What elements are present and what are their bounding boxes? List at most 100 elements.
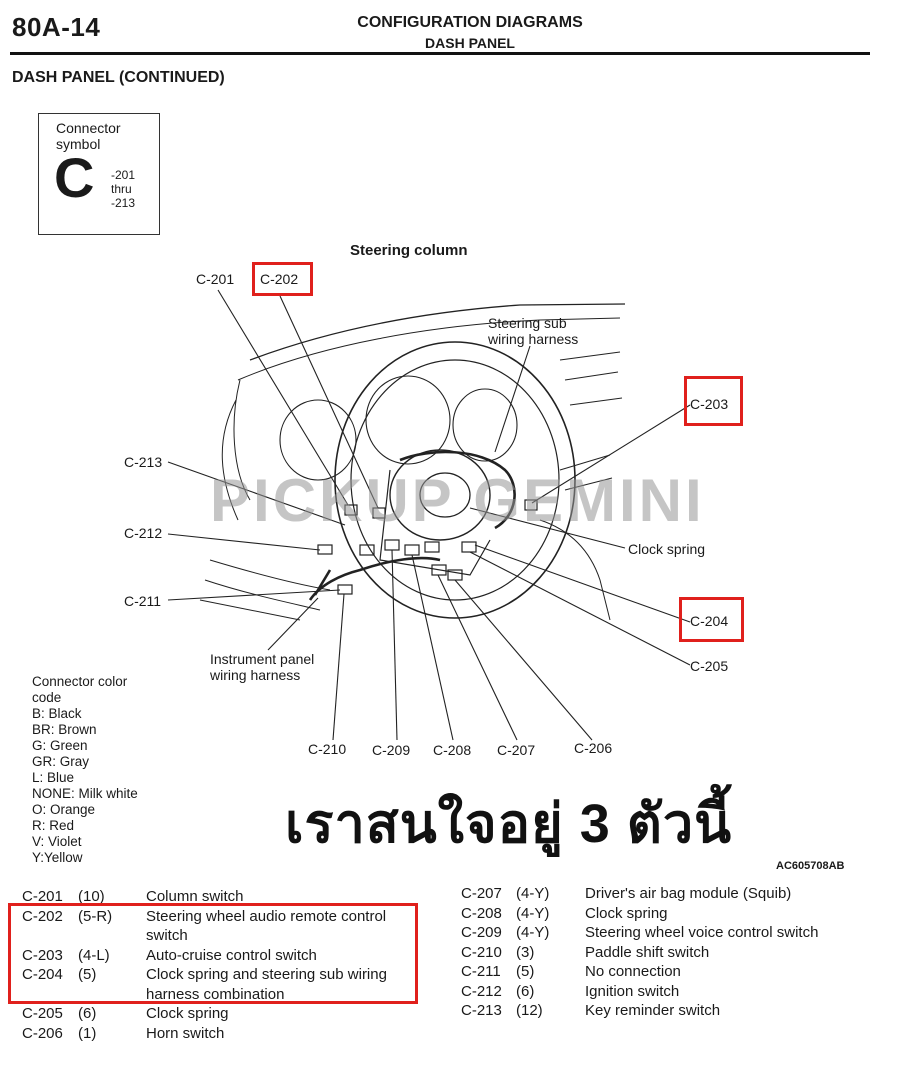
item-code: (4-L) bbox=[78, 946, 110, 964]
item-id: C-202 bbox=[22, 907, 63, 925]
sub-harness bbox=[399, 450, 516, 530]
item-id: C-201 bbox=[22, 888, 63, 905]
conn-block-211 bbox=[337, 584, 353, 595]
connector-list-right: C-207 (4-Y) Driver's air bag module (Squ… bbox=[461, 884, 881, 1021]
leader-c206 bbox=[454, 579, 593, 741]
connector-symbol-label: Connector symbol bbox=[56, 120, 121, 152]
conn-block-c bbox=[404, 544, 420, 556]
label-c205: C-205 bbox=[690, 658, 729, 674]
conn-block-g bbox=[461, 541, 477, 553]
label-c204: C-204 bbox=[690, 613, 729, 629]
legend-item: O: Orange bbox=[32, 802, 96, 817]
list-item: C-205 (6) Clock spring bbox=[22, 1004, 442, 1024]
item-code: (6) bbox=[516, 982, 535, 1000]
item-name: Horn switch bbox=[146, 1024, 225, 1042]
item-id: C-208 bbox=[461, 904, 502, 922]
wheel-outer bbox=[334, 341, 576, 619]
highlight-list-c202-c204 bbox=[8, 903, 418, 1004]
range-line-1: -201 bbox=[111, 168, 136, 182]
leader-c209 bbox=[391, 549, 398, 741]
item-name: Driver's air bag module (Squib) bbox=[585, 885, 792, 902]
label-c206: C-206 bbox=[574, 740, 613, 756]
item-id: C-209 bbox=[461, 924, 502, 941]
dash-contour-top bbox=[249, 303, 626, 361]
item-name: Clock spring and steering sub wiring har… bbox=[146, 966, 387, 1003]
conn-block-212 bbox=[317, 544, 333, 555]
item-id: C-207 bbox=[461, 885, 502, 902]
leader-ip-harness bbox=[267, 597, 319, 651]
legend-item: L: Blue bbox=[32, 770, 75, 785]
legend-item: GR: Gray bbox=[32, 754, 90, 769]
legend-item: R: Red bbox=[32, 818, 75, 833]
list-item: C-206 (1) Horn switch bbox=[22, 1024, 442, 1044]
list-item: C-202 (5-R) Steering wheel audio remote … bbox=[22, 907, 442, 946]
item-id: C-210 bbox=[461, 943, 502, 961]
figure-code: AC605708AB bbox=[776, 860, 845, 872]
thai-annotation: เราสนใจอยู่ 3 ตัวนี้ bbox=[285, 794, 733, 854]
conn-block-e bbox=[431, 564, 447, 576]
list-item: C-212 (6) Ignition switch bbox=[461, 982, 881, 1002]
gauge-center bbox=[365, 375, 451, 465]
list-item: C-211 (5) No connection bbox=[461, 962, 881, 982]
diagram-title: Steering column bbox=[350, 242, 468, 259]
list-item: C-209 (4-Y) Steering wheel voice control… bbox=[461, 923, 881, 943]
item-code: (4-Y) bbox=[516, 904, 550, 922]
header-rule bbox=[10, 52, 870, 55]
item-name: Ignition switch bbox=[585, 982, 680, 1000]
item-code: (4-Y) bbox=[516, 924, 550, 941]
list-item: C-208 (4-Y) Clock spring bbox=[461, 904, 881, 924]
label-steering-sub-harness: Steering sub wiring harness bbox=[488, 315, 579, 347]
item-name: Column switch bbox=[146, 888, 244, 905]
item-name: No connection bbox=[585, 963, 681, 980]
label-c208: C-208 bbox=[433, 742, 472, 758]
leader-c201 bbox=[217, 289, 349, 506]
label-c209: C-209 bbox=[372, 742, 411, 758]
leader-c208 bbox=[411, 554, 454, 741]
gauge-right bbox=[452, 388, 518, 462]
dash-right-lower bbox=[539, 454, 613, 621]
item-code: (5) bbox=[78, 966, 97, 983]
item-name: Clock spring bbox=[146, 1005, 229, 1022]
item-code: (5) bbox=[516, 963, 535, 980]
list-item: C-203 (4-L) Auto-cruise control switch bbox=[22, 946, 442, 966]
dash-contour-right bbox=[559, 351, 623, 406]
label-c202: C-202 bbox=[260, 271, 299, 287]
item-id: C-205 bbox=[22, 1005, 63, 1022]
leader-lines bbox=[167, 289, 691, 741]
leader-c212 bbox=[167, 533, 321, 551]
item-id: C-213 bbox=[461, 1002, 502, 1019]
list-item: C-201 (10) Column switch bbox=[22, 887, 442, 907]
gauge-left bbox=[279, 399, 357, 481]
section-title: DASH PANEL (CONTINUED) bbox=[12, 69, 225, 86]
page-number: 80A-14 bbox=[12, 12, 101, 42]
highlight-c203 bbox=[684, 376, 743, 426]
leader-c205 bbox=[469, 551, 691, 666]
legend-item: BR: Brown bbox=[32, 722, 97, 737]
leader-sub-harness bbox=[494, 345, 531, 453]
header-title: CONFIGURATION DIAGRAMS bbox=[357, 14, 583, 31]
item-code: (10) bbox=[78, 888, 105, 905]
hub-outer bbox=[389, 449, 491, 541]
leader-c211 bbox=[167, 589, 341, 601]
legend-item: B: Black bbox=[32, 706, 82, 721]
list-item: C-204 (5) Clock spring and steering sub … bbox=[22, 965, 442, 1004]
list-item: C-213 (12) Key reminder switch bbox=[461, 1001, 881, 1021]
conn-block-213 bbox=[344, 504, 358, 516]
item-id: C-212 bbox=[461, 982, 502, 1000]
item-code: (1) bbox=[78, 1024, 97, 1042]
dash-contour-2 bbox=[237, 317, 621, 381]
wheel-inner bbox=[350, 359, 560, 601]
legend-item: G: Green bbox=[32, 738, 88, 753]
item-name: Paddle shift switch bbox=[585, 943, 710, 961]
conn-block-202 bbox=[372, 507, 386, 519]
item-id: C-203 bbox=[22, 946, 63, 964]
leader-clock-spring bbox=[469, 507, 626, 549]
label-c203: C-203 bbox=[690, 396, 729, 412]
connector-symbol-range: -201 thru -213 bbox=[111, 168, 135, 210]
item-code: (3) bbox=[516, 943, 535, 961]
leader-c213 bbox=[167, 461, 346, 526]
highlight-c202 bbox=[252, 262, 313, 296]
conn-block-d bbox=[424, 541, 440, 553]
item-code: (5-R) bbox=[78, 907, 113, 925]
